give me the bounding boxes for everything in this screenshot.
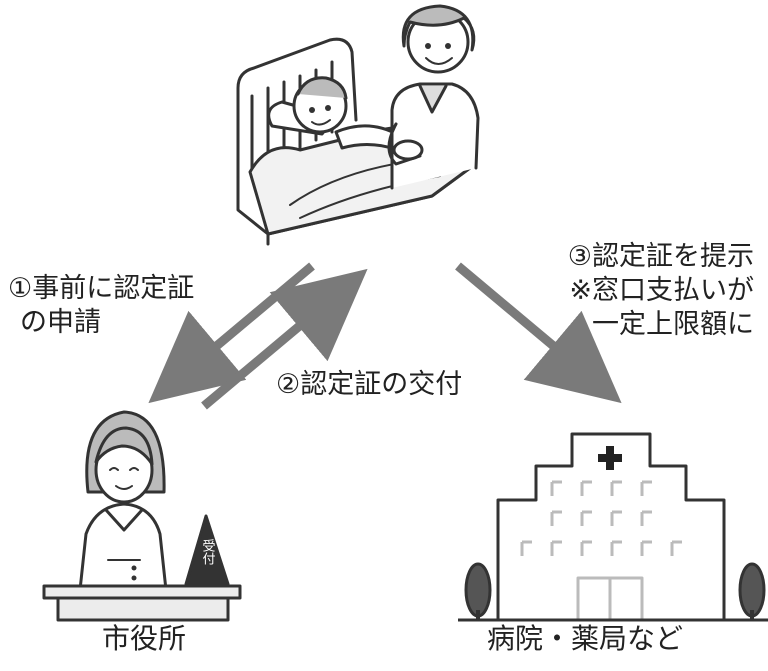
step-apply-line2: の申請 bbox=[20, 307, 101, 338]
step-present-label: ③認定証を提示 ※窓口支払いが 一定上限額に bbox=[568, 240, 754, 342]
city-hall-label: 市役所 bbox=[102, 622, 187, 655]
clerk-icon bbox=[42, 410, 242, 622]
hospital-label: 病院・薬局など bbox=[487, 622, 684, 655]
step-issue-label: ②認定証の交付 bbox=[276, 369, 463, 400]
flow-arrows bbox=[148, 262, 622, 410]
counter-sign-text: 受付 bbox=[200, 539, 216, 565]
arrow-present bbox=[455, 262, 622, 404]
hospital-building-icon bbox=[458, 432, 768, 622]
patient-scene-icon bbox=[236, 4, 480, 246]
arrow-apply bbox=[148, 262, 315, 404]
step-apply-line1: ①事前に認定証 bbox=[8, 273, 195, 304]
step-present-line3: 一定上限額に bbox=[592, 309, 754, 340]
arrow-issue bbox=[201, 268, 368, 410]
step-present-line1: ③認定証を提示 bbox=[567, 241, 754, 272]
step-apply-label: ①事前に認定証 の申請 bbox=[8, 272, 194, 340]
step-present-line2: ※窓口支払いが bbox=[569, 275, 754, 306]
